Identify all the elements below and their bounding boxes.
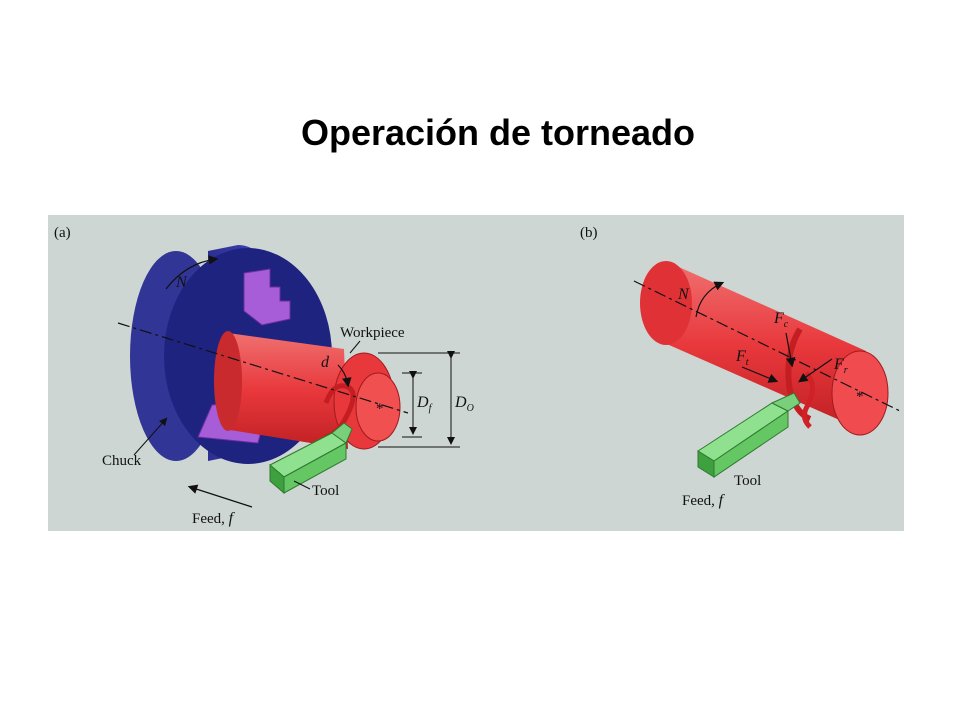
feed-label-a: Feed, f: [192, 510, 236, 527]
cutting-force-arrow: [785, 332, 796, 368]
feed-text-b: Feed,: [682, 493, 715, 509]
feed-arrow-a: [187, 484, 253, 508]
workpiece-back-end: [214, 331, 242, 431]
final-diameter-label: Df: [416, 394, 433, 414]
rotation-label-b: N: [677, 286, 690, 303]
depth-label: d: [321, 354, 330, 371]
axis-centerline-b: [633, 280, 901, 412]
thrust-force-arrow: [741, 366, 779, 383]
feed-symbol-b: f: [719, 492, 726, 509]
tool-label-a: Tool: [312, 483, 339, 499]
original-diameter-dimension: DO: [378, 351, 474, 448]
tool-tip: [331, 422, 353, 444]
fc-sub: c: [784, 319, 789, 330]
depth-arrow: [337, 364, 352, 388]
workpiece-b-back-end: [640, 261, 692, 345]
ft-main: F: [735, 348, 746, 365]
jaw-top: [243, 268, 291, 326]
workpiece-b-front-end: [831, 350, 889, 436]
workpiece: [214, 331, 401, 450]
radial-force-label: Fr: [833, 356, 848, 376]
tool-label-b: Tool: [734, 473, 761, 489]
rotation-arrow-a: [165, 255, 219, 290]
ft-sub: t: [746, 357, 749, 368]
turning-diagram-svg: (a): [54, 225, 901, 527]
cutting-force-label: Fc: [773, 310, 789, 330]
chuck-label: Chuck: [102, 453, 142, 469]
feed-label-b: Feed, f: [682, 492, 726, 509]
final-diameter-dimension: Df: [402, 371, 433, 438]
cutting-tool: [269, 422, 353, 495]
tool-b-tip: [770, 392, 801, 412]
diagram-a: (a): [54, 225, 474, 527]
feed-symbol-a: f: [229, 510, 236, 527]
cutting-tool-b: [697, 392, 801, 478]
turning-figure: (a): [48, 215, 904, 531]
feed-text-a: Feed,: [192, 511, 225, 527]
fr-sub: r: [844, 365, 848, 376]
workpiece-body: [224, 333, 348, 449]
chip-b: [802, 371, 815, 429]
slide-title: Operación de torneado: [300, 112, 696, 153]
tool-side: [283, 442, 347, 494]
axis-centerline-a: [117, 322, 409, 414]
panel-a-label: (a): [54, 225, 71, 241]
rotation-arrow-b: [695, 281, 725, 318]
fc-main: F: [773, 310, 784, 327]
radial-force-arrow: [798, 358, 833, 383]
fr-main: F: [833, 356, 844, 373]
do-sub: O: [467, 403, 474, 414]
workpiece-end-face: [355, 372, 401, 442]
workpiece-leader: [349, 340, 361, 354]
panel-b-label: (b): [580, 225, 598, 241]
tool-leader-a: [293, 480, 311, 490]
df-main: D: [416, 394, 429, 411]
chuck-leader: [133, 417, 168, 456]
diagram-b: (b) * N: [580, 225, 901, 509]
do-main: D: [454, 394, 467, 411]
axis-center-mark-b: *: [856, 389, 864, 405]
df-sub: f: [429, 403, 433, 414]
workpiece-label: Workpiece: [340, 325, 405, 341]
axis-center-mark-a: *: [376, 401, 384, 417]
rotation-label-a: N: [175, 274, 188, 291]
original-diameter-label: DO: [454, 394, 474, 414]
tool-b-side: [713, 410, 789, 478]
thrust-force-label: Ft: [735, 348, 749, 368]
